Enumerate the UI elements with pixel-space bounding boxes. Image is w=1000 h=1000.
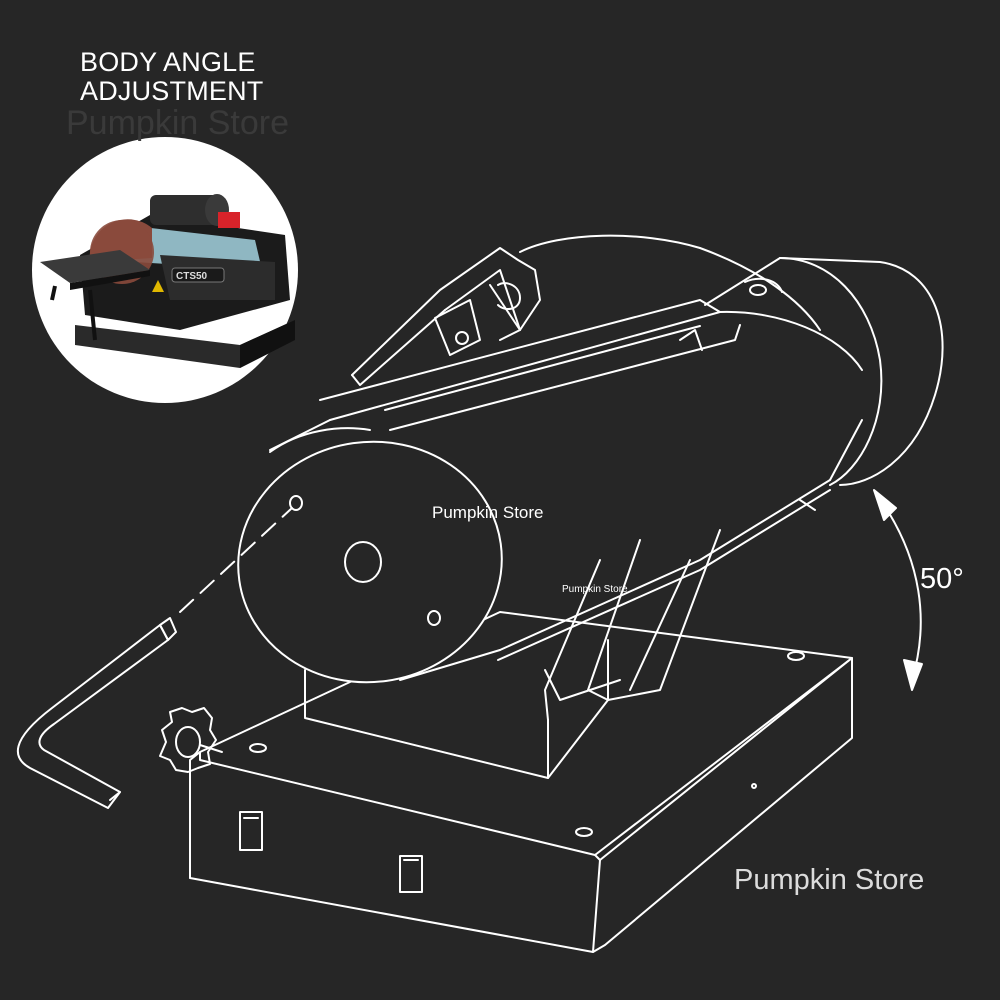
guard-bracket — [351, 247, 541, 386]
hex-wrench — [16, 617, 177, 809]
model-badge: CTS50 — [176, 271, 208, 282]
line-drawing — [16, 234, 944, 953]
inset-photo: CTS50 — [32, 137, 298, 403]
watermark-bottom: Pumpkin Store — [734, 864, 925, 896]
base-box — [189, 611, 853, 953]
lock-knob — [159, 707, 223, 773]
caption: BODY ANGLE ADJUSTMENT — [80, 48, 264, 106]
contact-wheel — [237, 427, 503, 684]
angle-arrow — [873, 489, 923, 691]
belt-arm — [269, 257, 944, 681]
caption-line-2: ADJUSTMENT — [80, 76, 264, 106]
watermark-center: Pumpkin Store — [432, 503, 544, 522]
motor-housing — [519, 234, 821, 331]
warning-icon — [152, 280, 164, 292]
watermark-small: Pumpkin Store — [562, 584, 628, 595]
belt-cover — [125, 225, 262, 270]
caption-line-1: BODY ANGLE — [80, 47, 256, 77]
alignment-guide — [179, 507, 293, 613]
power-switch — [218, 212, 240, 228]
support-column — [304, 529, 721, 779]
tilt-angle-label: 50° — [920, 563, 964, 595]
watermark-top: Pumpkin Store — [66, 104, 289, 142]
